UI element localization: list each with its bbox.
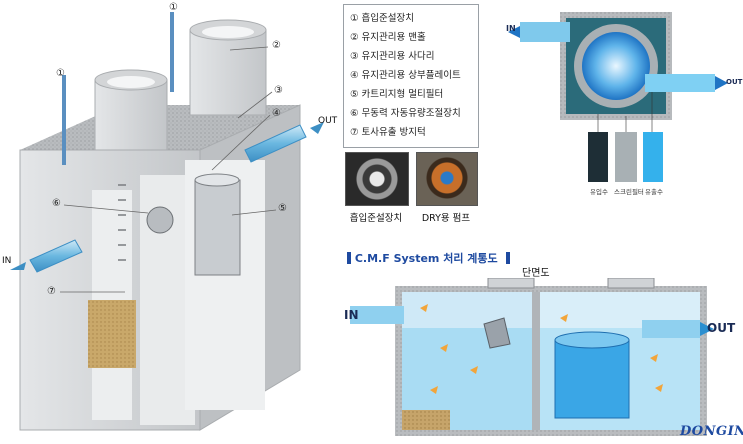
- strip-label-outflow: 유출수: [645, 188, 663, 196]
- legend-item: ⑥ 무동력 자동유량조절장치: [350, 108, 461, 119]
- dongin-logo: DONGIN: [680, 424, 743, 439]
- legend-item: ③ 유지관리용 사다리: [350, 51, 435, 62]
- callout-6: ⑥: [52, 198, 61, 209]
- legend-item: ① 흡입준설장치: [350, 13, 414, 24]
- cutaway-in-label: IN: [2, 256, 12, 266]
- section-title-text: C.M.F System 처리 계통도: [354, 252, 498, 265]
- cutaway-diagram: [10, 12, 324, 431]
- filter-top-view: [508, 12, 728, 182]
- callout-1b: ①: [169, 2, 178, 13]
- component-legend: ① 흡입준설장치 ② 유지관리용 맨홀 ③ 유지관리용 사다리 ④ 유지관리용 …: [343, 4, 479, 148]
- filter-out-label: OUT: [726, 78, 743, 86]
- title-bar: [505, 252, 510, 264]
- section-out-label: OUT: [707, 321, 736, 335]
- callout-2: ②: [272, 40, 281, 51]
- suction-device-caption: 흡입준설장치: [349, 213, 403, 224]
- callout-1a: ①: [56, 68, 65, 79]
- cutaway-out-label: OUT: [318, 116, 338, 126]
- dry-pump-photo: [416, 152, 478, 206]
- callout-5: ⑤: [278, 203, 287, 214]
- legend-item: ⑤ 카트리지형 멀티필터: [350, 89, 444, 100]
- legend-item: ② 유지관리용 맨홀: [350, 32, 426, 43]
- legend-item: ④ 유지관리용 상부플레이트: [350, 70, 461, 81]
- strip-label-inflow: 유입수: [590, 188, 608, 196]
- suction-device-photo: [345, 152, 409, 206]
- title-bar: [347, 252, 351, 264]
- filter-in-label: IN: [506, 24, 516, 33]
- callout-7: ⑦: [47, 286, 56, 297]
- legend-item: ⑦ 토사유출 방지턱: [350, 127, 426, 138]
- section-subtitle: 단면도: [522, 268, 550, 279]
- callout-4: ④: [272, 108, 281, 119]
- strip-label-screen: 스크린필터: [614, 188, 644, 196]
- section-in-label: IN: [344, 308, 359, 322]
- callout-3: ③: [274, 85, 283, 96]
- dry-pump-caption: DRY용 펌프: [421, 213, 471, 224]
- section-title: C.M.F System 처리 계통도: [347, 250, 510, 266]
- section-diagram: [350, 278, 714, 436]
